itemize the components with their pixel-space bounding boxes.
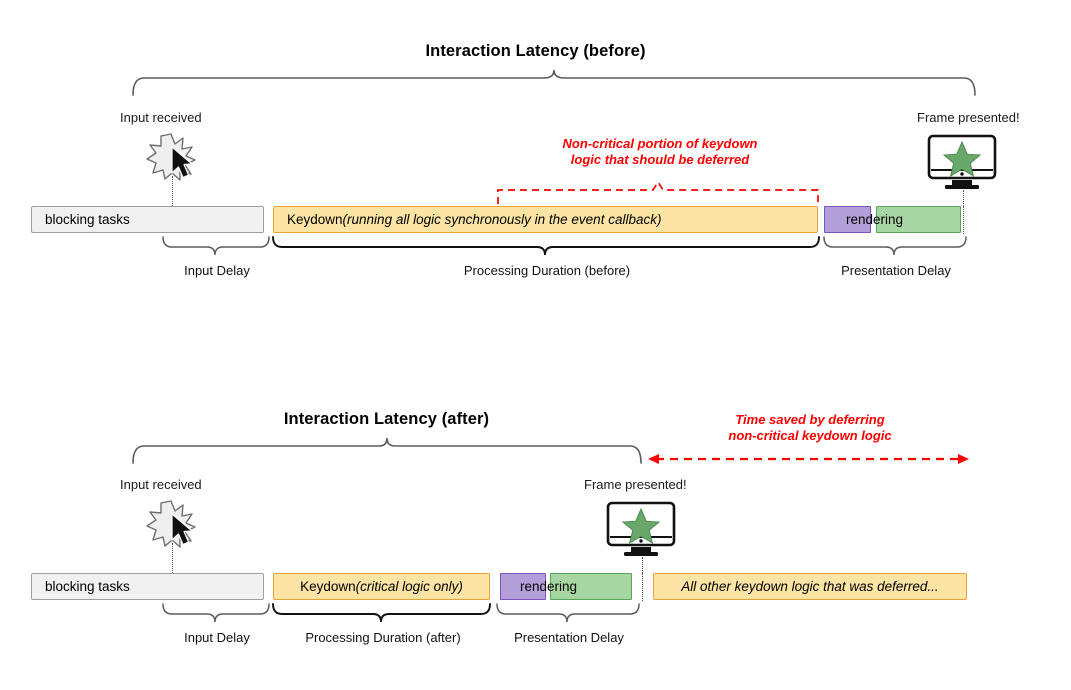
mouse-cursor-icon [171, 513, 193, 546]
after-annotation-line1: Time saved by deferring [735, 412, 885, 427]
monitor-icon [927, 134, 997, 189]
mouse-cursor-icon [171, 146, 193, 179]
after-annotation-note: Time saved by deferring non-critical key… [665, 412, 955, 445]
before-brace-input-delay [162, 236, 270, 256]
after-brace-presentation-delay-label: Presentation Delay [514, 630, 624, 645]
after-bar-keydown-sublabel: (critical logic only) [355, 579, 463, 594]
before-bar-render-green[interactable] [876, 206, 961, 233]
before-rendering-label: rendering [846, 212, 904, 227]
after-brace-processing-duration-label: Processing Duration (after) [305, 630, 461, 645]
before-brace-presentation-delay-label: Presentation Delay [841, 263, 951, 278]
before-annotation-note: Non-critical portion of keydown logic th… [508, 136, 812, 169]
before-bar-keydown-label: Keydown [287, 212, 343, 227]
after-input-received-label: Input received [120, 477, 202, 492]
before-bar-blocking-tasks-label: blocking tasks [45, 212, 130, 227]
before-frame-presented-label: Frame presented! [917, 110, 1020, 125]
after-frame-presented-label: Frame presented! [584, 477, 687, 492]
before-latency-brace [132, 69, 976, 96]
after-bar-render-purple[interactable] [500, 573, 546, 600]
after-latency-brace [132, 437, 642, 464]
monitor-icon [606, 501, 676, 556]
before-frame-guide-bottom [963, 206, 964, 234]
before-bar-keydown-sublabel: (running all logic synchronously in the … [342, 212, 662, 227]
before-section-title: Interaction Latency (before) [425, 42, 646, 60]
star-icon [942, 140, 982, 178]
after-annotation-line2: non-critical keydown logic [728, 428, 892, 444]
before-brace-processing-duration-label: Processing Duration (before) [463, 263, 631, 278]
after-bar-blocking-tasks-label: blocking tasks [45, 579, 130, 594]
before-bar-blocking-tasks[interactable]: blocking tasks [31, 206, 264, 233]
before-brace-presentation-delay [823, 236, 967, 256]
after-bar-keydown-label: Keydown [300, 579, 356, 594]
after-brace-presentation-delay [496, 603, 640, 623]
after-brace-input-delay-label: Input Delay [184, 630, 250, 645]
before-input-guide [172, 176, 173, 212]
after-brace-input-delay [162, 603, 270, 623]
after-bar-blocking-tasks[interactable]: blocking tasks [31, 573, 264, 600]
after-frame-guide-bottom [642, 573, 643, 601]
before-annotation-line2: logic that should be deferred [570, 152, 750, 168]
after-bar-deferred-label: All other keydown logic that was deferre… [681, 579, 939, 594]
before-frame-guide-top [963, 190, 964, 212]
after-rendering-label: rendering [520, 579, 578, 594]
before-bar-keydown[interactable]: Keydown (running all logic synchronously… [273, 206, 818, 233]
before-annotation-line1: Non-critical portion of keydown [562, 136, 758, 151]
after-bar-deferred[interactable]: All other keydown logic that was deferre… [653, 573, 967, 600]
before-input-received-label: Input received [120, 110, 202, 125]
after-bar-render-green[interactable] [550, 573, 632, 600]
before-annotation-brace [497, 180, 819, 204]
star-icon [621, 507, 661, 545]
before-bar-render-purple[interactable] [824, 206, 871, 233]
after-bar-keydown[interactable]: Keydown (critical logic only) [273, 573, 490, 600]
before-brace-input-delay-label: Input Delay [184, 263, 250, 278]
after-time-saved-arrow [648, 454, 969, 464]
after-input-guide [172, 543, 173, 579]
before-brace-processing-duration [272, 236, 820, 256]
after-brace-processing-duration [272, 603, 491, 623]
after-section-title: Interaction Latency (after) [283, 410, 490, 428]
after-frame-guide-top [642, 557, 643, 579]
